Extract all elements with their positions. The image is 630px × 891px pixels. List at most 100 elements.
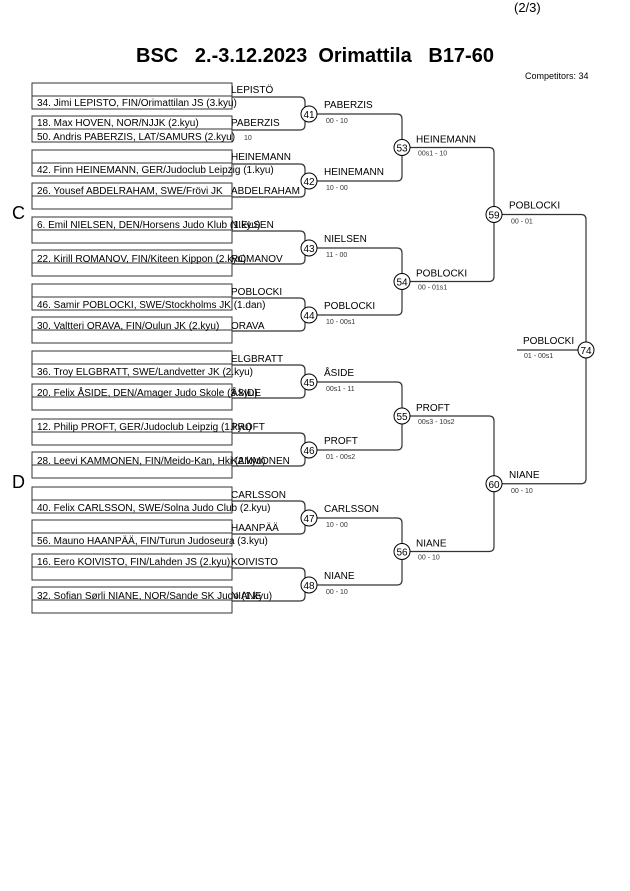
match-winner: HEINEMANN bbox=[416, 135, 476, 146]
match-number: 53 bbox=[396, 144, 408, 155]
match-score: 00 - 10 bbox=[511, 488, 533, 495]
competitor-entry: 6. Emil NIELSEN, DEN/Horsens Judo Klub (… bbox=[37, 220, 260, 231]
competitor-entry: 20. Felix ÅSIDE, DEN/Amager Judo Skole (… bbox=[37, 386, 258, 399]
match-number-circle bbox=[485, 475, 503, 493]
match-number-circle bbox=[393, 543, 411, 560]
pool-letter-c: C bbox=[12, 203, 25, 223]
match-number-circle bbox=[300, 373, 318, 391]
competitor-box bbox=[31, 499, 233, 514]
slot-label: ÅSIDE bbox=[231, 386, 261, 399]
match-number-circle bbox=[300, 239, 318, 257]
match-winner: NIANE bbox=[509, 470, 540, 481]
slot-label: ROMANOV bbox=[231, 254, 283, 265]
slot-label: ORAVA bbox=[231, 321, 265, 332]
competitor-box bbox=[31, 95, 233, 110]
bracket-line bbox=[502, 213, 587, 485]
match-number-circle bbox=[300, 172, 318, 190]
match-number: 48 bbox=[303, 581, 315, 592]
slot-label: NIELSEN bbox=[231, 220, 274, 231]
competitor-entry: 46. Samir POBLOCKI, SWE/Stockholms JK (1… bbox=[37, 300, 265, 311]
match-winner: PROFT bbox=[416, 403, 450, 414]
match-number-circle bbox=[300, 306, 318, 324]
match-score: 00 - 10 bbox=[326, 589, 348, 596]
competitor-entry: 30. Valtteri ORAVA, FIN/Oulun JK (2.kyu) bbox=[37, 321, 219, 332]
match-number: 55 bbox=[396, 412, 408, 423]
page-indicator: (2/3) bbox=[514, 0, 541, 15]
match-number: 44 bbox=[303, 311, 315, 322]
competitor-box bbox=[31, 195, 233, 210]
match-number-circle bbox=[300, 576, 318, 594]
match-score: 00s1 - 11 bbox=[326, 386, 355, 393]
slot-label: KAMMONEN bbox=[231, 456, 290, 467]
match-winner: ÅSIDE bbox=[324, 366, 354, 379]
competitor-box bbox=[31, 566, 233, 581]
slot-label: ABDELRAHAM bbox=[231, 186, 300, 197]
competitor-entry: 32. Sofian Sørli NIANE, NOR/Sande SK Jud… bbox=[37, 591, 272, 602]
competitor-box bbox=[31, 82, 233, 97]
match-number: 42 bbox=[303, 177, 315, 188]
match-number: 74 bbox=[580, 346, 592, 357]
competitor-box bbox=[31, 350, 233, 365]
match-winner: CARLSSON bbox=[324, 504, 379, 515]
competitor-entry: 34. Jimi LEPISTO, FIN/Orimattilan JS (3.… bbox=[37, 98, 237, 109]
match-winner: PABERZIS bbox=[324, 100, 373, 111]
score-fragment: 10 bbox=[244, 135, 252, 142]
competitor-entry: 40. Felix CARLSSON, SWE/Solna Judo Club … bbox=[37, 503, 270, 514]
competitor-box bbox=[31, 262, 233, 277]
slot-label: PROFT bbox=[231, 422, 265, 433]
match-winner: NIANE bbox=[324, 571, 355, 582]
match-score: 00 - 01s1 bbox=[418, 285, 447, 292]
final-score: 01 - 00s1 bbox=[524, 353, 553, 360]
competitor-box bbox=[31, 486, 233, 501]
match-number-circle bbox=[300, 441, 318, 459]
match-number: 59 bbox=[488, 211, 500, 222]
slot-label: POBLOCKI bbox=[231, 287, 282, 298]
slot-label: NIANE bbox=[231, 591, 262, 602]
competitor-box bbox=[31, 329, 233, 344]
match-score: 11 - 00 bbox=[326, 252, 347, 259]
match-number-circle bbox=[393, 407, 411, 425]
competitor-box bbox=[31, 296, 233, 311]
competitor-box bbox=[31, 162, 233, 177]
competitor-entry: 26. Yousef ABDELRAHAM, SWE/Frövi JK bbox=[37, 186, 223, 197]
competitor-entry: 12. Philip PROFT, GER/Judoclub Leipzig (… bbox=[37, 422, 252, 433]
match-score: 10 - 00s1 bbox=[326, 319, 355, 326]
competitor-entry: 50. Andris PABERZIS, LAT/SAMURS (2.kyu) bbox=[37, 132, 235, 143]
match-score: 00 - 10 bbox=[326, 118, 348, 125]
match-number-circle bbox=[393, 139, 411, 156]
match-winner: NIANE bbox=[416, 539, 447, 550]
competitor-box bbox=[31, 149, 233, 164]
competitor-entry: 22. Kirill ROMANOV, FIN/Kiteen Kippon (2… bbox=[37, 254, 246, 265]
match-number: 47 bbox=[303, 514, 315, 525]
competitor-box bbox=[31, 519, 233, 534]
competitor-box bbox=[31, 128, 233, 143]
match-number-circle bbox=[300, 509, 318, 527]
bracket-line bbox=[410, 415, 495, 553]
match-score: 00 - 01 bbox=[511, 219, 533, 226]
competitor-entry: 56. Mauno HAANPÄÄ, FIN/Turun Judoseura (… bbox=[37, 535, 268, 547]
competitor-box bbox=[31, 431, 233, 446]
competitor-box bbox=[31, 599, 233, 614]
match-winner: POBLOCKI bbox=[509, 201, 560, 212]
match-score: 00s3 - 10s2 bbox=[418, 419, 455, 426]
match-score: 10 - 00 bbox=[326, 522, 348, 529]
bracket-line bbox=[410, 146, 495, 283]
match-winner: PROFT bbox=[324, 436, 358, 447]
competitor-box bbox=[31, 229, 233, 244]
slot-label: KOIVISTO bbox=[231, 557, 278, 568]
slot-label: HEINEMANN bbox=[231, 152, 291, 163]
match-number-circle bbox=[393, 273, 411, 290]
match-winner: POBLOCKI bbox=[416, 269, 467, 280]
match-number: 60 bbox=[488, 480, 500, 491]
competitor-entry: 16. Eero KOIVISTO, FIN/Lahden JS (2.kyu) bbox=[37, 557, 230, 568]
match-winner: NIELSEN bbox=[324, 234, 367, 245]
competitor-entry: 36. Troy ELGBRATT, SWE/Landvetter JK (2.… bbox=[37, 367, 253, 378]
match-score: 00s1 - 10 bbox=[418, 151, 447, 158]
slot-label: LEPISTÖ bbox=[231, 84, 273, 96]
competitor-box bbox=[31, 396, 233, 411]
slot-label: CARLSSON bbox=[231, 490, 286, 501]
match-number-circle bbox=[485, 206, 503, 223]
match-number: 45 bbox=[303, 378, 315, 389]
match-score: 00 - 10 bbox=[418, 555, 440, 562]
